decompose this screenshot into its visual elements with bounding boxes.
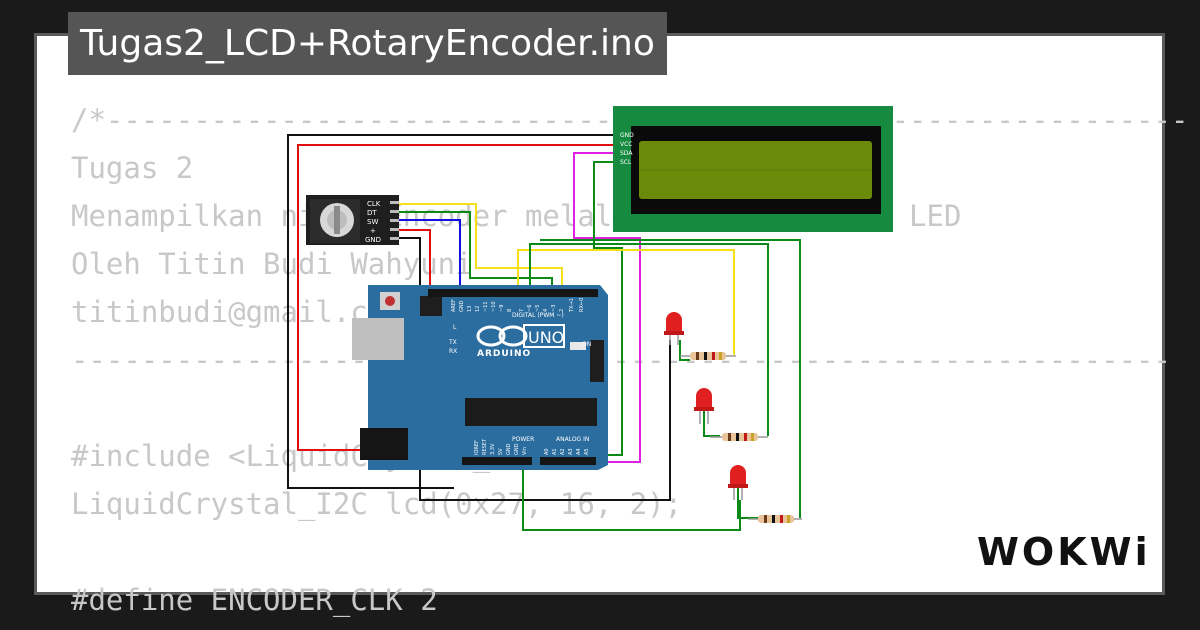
wire-green-led3[interactable] — [540, 239, 801, 518]
pin-label: GND — [459, 300, 465, 312]
led-1[interactable] — [664, 312, 684, 345]
pin-label: RX←0 — [579, 298, 585, 312]
power-jack — [360, 428, 408, 460]
tx-led-label: TX — [448, 339, 457, 346]
wire-green-led-cathodes[interactable] — [679, 340, 690, 361]
pin-label: AREF — [451, 299, 457, 312]
arduino-logo: UNO ARDUINO — [476, 324, 565, 359]
encoder-pin-gnd: GND — [365, 236, 381, 244]
code-line: Oleh Titin Budi Wahyuni — [71, 247, 473, 281]
led-2[interactable] — [694, 388, 714, 424]
board-model: UNO — [528, 328, 564, 347]
wire-green-led2-cathode[interactable] — [703, 410, 720, 437]
pin-label: ~5 — [535, 305, 541, 312]
wire-green-scl[interactable] — [593, 161, 623, 456]
pin-label: 7 — [519, 309, 525, 312]
pin-label: Vin — [522, 447, 528, 455]
pin-label: A4 — [576, 448, 582, 455]
atmega-chip — [465, 398, 597, 426]
power-pin-labels: IOREF RESET 3.3V 5V GND GND Vin — [474, 438, 528, 455]
pin-label: 12 — [475, 306, 481, 312]
analog-pin-labels: A0 A1 A2 A3 A4 A5 — [544, 448, 590, 455]
wire-magenta-sda[interactable] — [573, 152, 641, 463]
wire-yellow-led1[interactable] — [517, 249, 735, 355]
wire-green-led3-cathode[interactable] — [737, 488, 758, 519]
led-3[interactable] — [728, 465, 748, 500]
lcd-pin-scl: SCL — [620, 159, 632, 166]
code-line: Tugas 2 — [71, 151, 194, 185]
pin-label: GND — [506, 443, 512, 455]
lcd-pin-sda: SDA — [620, 150, 633, 157]
lcd-display[interactable]: GND VCC SDA SCL — [613, 106, 893, 232]
lcd-pin-labels: GND VCC SDA SCL — [620, 132, 634, 166]
pin-label: GND — [514, 443, 520, 455]
pin-label: A0 — [544, 448, 550, 455]
pin-label: 3.3V — [490, 443, 496, 455]
code-line: titinbudi@gmail.com — [71, 295, 403, 329]
l-led-label: L — [453, 324, 457, 331]
pin-label: 8 — [507, 309, 513, 312]
pin-label: A2 — [560, 448, 566, 455]
on-led-label: ON — [582, 341, 591, 348]
pin-label: A1 — [552, 448, 558, 455]
pin-label: 13 — [467, 306, 473, 312]
pin-label: 5V — [498, 448, 504, 455]
digital-pin-labels: AREF GND 13 12 ~11 ~10 ~9 8 7 ~6 ~5 4 ~3… — [451, 298, 585, 313]
wire-green-dt[interactable] — [398, 211, 553, 293]
power-label: POWER — [512, 436, 534, 443]
digital-label: DIGITAL (PWM ~) — [512, 312, 564, 319]
resistor-2[interactable] — [710, 433, 768, 441]
pin-label: ~11 — [483, 301, 489, 312]
usb-port — [352, 318, 404, 360]
encoder-pin-clk: CLK — [367, 200, 381, 208]
digital-header — [428, 289, 598, 297]
pin-label: ~6 — [527, 305, 533, 312]
arduino-uno-board[interactable]: UNO ARDUINO DIGITAL (PWM ~) POWER ANALOG… — [352, 285, 608, 470]
pin-label: ~9 — [499, 305, 505, 312]
pin-label: RESET — [482, 438, 488, 455]
project-title: Tugas2_LCD+RotaryEncoder.ino — [68, 12, 667, 75]
wire-green-gnd-bus[interactable] — [522, 465, 741, 531]
pin-label: A3 — [568, 448, 574, 455]
pin-label: 4 — [543, 309, 549, 312]
code-line: LiquidCrystal_I2C lcd(0x27, 16, 2); — [71, 487, 683, 521]
analog-header — [540, 457, 596, 465]
board-brand: ARDUINO — [477, 349, 531, 359]
pin-label: IOREF — [474, 440, 480, 455]
pin-label: TX→1 — [569, 298, 575, 313]
code-line: ----------------------------------------… — [71, 343, 1171, 377]
lcd-pin-gnd: GND — [620, 132, 634, 139]
wire-yellow-clk[interactable] — [398, 203, 563, 293]
power-header — [462, 457, 532, 465]
pin-label: 2 — [559, 309, 565, 312]
resistor-3[interactable] — [748, 515, 802, 523]
code-line: #define ENCODER_CLK 2 — [71, 583, 438, 617]
wire-green-led2[interactable] — [529, 243, 769, 436]
rotary-encoder[interactable]: CLK DT SW + GND — [306, 195, 399, 245]
wire-black-gnd-lcd[interactable] — [287, 134, 614, 489]
wokwi-logo: WOKWi — [977, 530, 1151, 574]
resistor-1[interactable] — [680, 352, 736, 360]
pin-label: A5 — [584, 448, 590, 455]
analog-label: ANALOG IN — [556, 436, 589, 443]
wire-black-encoder-gnd[interactable] — [398, 237, 671, 501]
pin-label: ~10 — [491, 301, 497, 312]
encoder-pin-labels: CLK DT SW + GND — [365, 200, 381, 244]
encoder-pin-plus: + — [370, 227, 376, 235]
lcd-pin-vcc: VCC — [620, 141, 632, 148]
pin-label: ~3 — [551, 305, 557, 312]
encoder-pin-dt: DT — [367, 209, 377, 217]
code-card: /*--------------------------------------… — [34, 33, 1188, 617]
encoder-pin-sw: SW — [367, 218, 378, 226]
rx-led-label: RX — [449, 348, 457, 355]
